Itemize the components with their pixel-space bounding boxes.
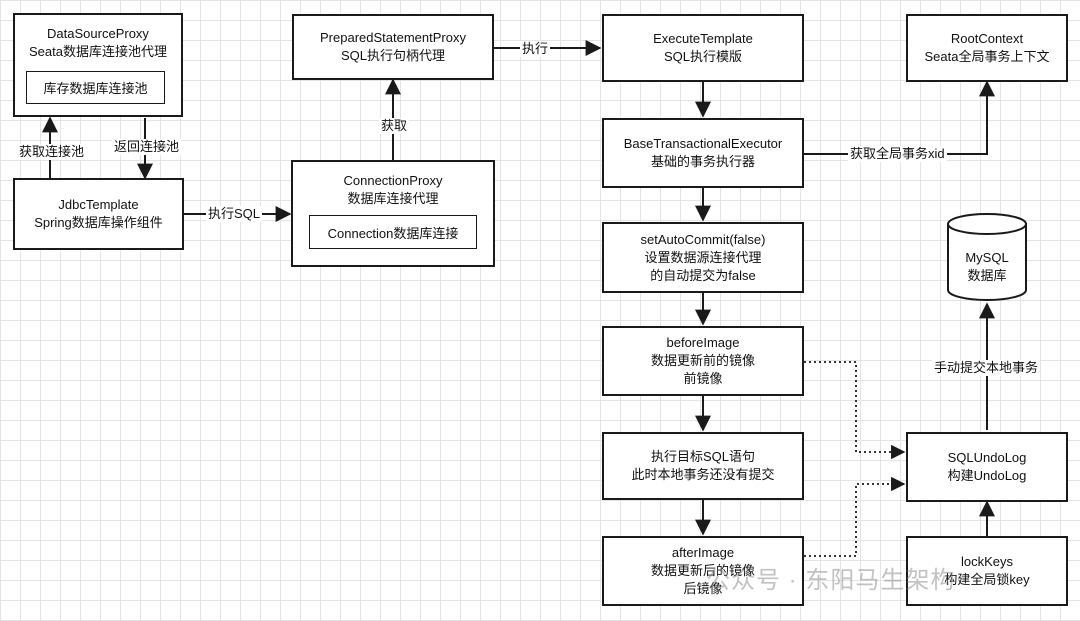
edge-get-xid [804, 80, 995, 155]
execute-template-node: ExecuteTemplate SQL执行模版 [602, 14, 804, 82]
connection-inner-label: Connection数据库连接 [327, 225, 459, 241]
root-context-node: RootContext Seata全局事务上下文 [906, 14, 1068, 82]
execute-template-subtitle: SQL执行模版 [663, 49, 742, 64]
sql-undo-log-title: SQLUndoLog [947, 450, 1027, 465]
prepared-statement-proxy-subtitle: SQL执行句柄代理 [340, 48, 445, 63]
before-image-line3: 前镜像 [683, 371, 723, 386]
mysql-label: MySQL 数据库 [947, 249, 1027, 285]
jdbc-template-node: JdbcTemplate Spring数据库操作组件 [13, 178, 184, 250]
set-auto-commit-line2: 设置数据源连接代理 [644, 249, 762, 265]
lock-keys-subtitle: 构建全局锁key [944, 572, 1030, 587]
datasource-proxy-subtitle: Seata数据库连接池代理 [29, 44, 167, 59]
execute-sql-line2: 此时本地事务还没有提交 [631, 467, 775, 482]
mysql-subtitle: 数据库 [967, 268, 1007, 283]
edge-label-get-pool: 获取连接池 [17, 144, 87, 160]
watermark: 公众号 · 东阳马生架构 [706, 567, 956, 594]
after-image-line2: 数据更新后的镜像 [650, 563, 755, 578]
sql-undo-log-node: SQLUndoLog 构建UndoLog [906, 432, 1068, 502]
lock-keys-title: lockKeys [960, 554, 1014, 569]
before-image-line2: 数据更新前的镜像 [650, 353, 755, 368]
after-image-title: afterImage [671, 545, 735, 560]
edge-label-return-pool: 返回连接池 [112, 139, 182, 155]
edge-after-to-undolog [804, 476, 906, 557]
mysql-title: MySQL [965, 250, 1009, 265]
jdbc-template-subtitle: Spring数据库操作组件 [34, 215, 163, 230]
base-executor-title: BaseTransactionalExecutor [623, 136, 783, 151]
edge-label-get-xid: 获取全局事务xid [848, 146, 947, 162]
edge-label-execute: 执行 [520, 41, 551, 57]
edge-before-to-undolog [804, 361, 906, 460]
root-context-subtitle: Seata全局事务上下文 [924, 49, 1050, 64]
after-image-node: afterImage 数据更新后的镜像 后镜像 [602, 536, 804, 606]
edge-label-exec-sql: 执行SQL [206, 206, 263, 222]
set-auto-commit-node: setAutoCommit(false) 设置数据源连接代理 的自动提交为fal… [602, 222, 804, 293]
inventory-pool-label: 库存数据库连接池 [43, 81, 148, 96]
execute-sql-node: 执行目标SQL语句 此时本地事务还没有提交 [602, 432, 804, 500]
after-image-line3: 后镜像 [683, 581, 723, 596]
prepared-statement-proxy-node: PreparedStatementProxy SQL执行句柄代理 [292, 14, 494, 80]
datasource-proxy-title: DataSourceProxy [47, 26, 149, 41]
set-auto-commit-title: setAutoCommit(false) [640, 231, 766, 247]
connection-proxy-node: ConnectionProxy 数据库连接代理 [291, 160, 495, 267]
edge-label-acquire: 获取 [379, 118, 410, 134]
mysql-cylinder [947, 213, 1027, 301]
before-image-title: beforeImage [666, 335, 740, 350]
base-executor-node: BaseTransactionalExecutor 基础的事务执行器 [602, 118, 804, 188]
connection-proxy-subtitle: 数据库连接代理 [347, 191, 439, 206]
edge-label-manual-commit: 手动提交本地事务 [932, 360, 1041, 376]
prepared-statement-proxy-title: PreparedStatementProxy [320, 30, 466, 45]
lock-keys-node: lockKeys 构建全局锁key [906, 536, 1068, 606]
execute-sql-title: 执行目标SQL语句 [650, 449, 755, 464]
connection-inner: Connection数据库连接 [309, 215, 477, 249]
inventory-pool-inner: 库存数据库连接池 [26, 71, 165, 104]
connection-proxy-title: ConnectionProxy [343, 173, 443, 188]
sql-undo-log-subtitle: 构建UndoLog [947, 468, 1027, 483]
root-context-title: RootContext [950, 31, 1024, 46]
base-executor-subtitle: 基础的事务执行器 [650, 154, 755, 169]
set-auto-commit-line3: 的自动提交为false [650, 267, 756, 283]
jdbc-template-title: JdbcTemplate [58, 197, 139, 212]
execute-template-title: ExecuteTemplate [653, 31, 753, 46]
before-image-node: beforeImage 数据更新前的镜像 前镜像 [602, 326, 804, 396]
